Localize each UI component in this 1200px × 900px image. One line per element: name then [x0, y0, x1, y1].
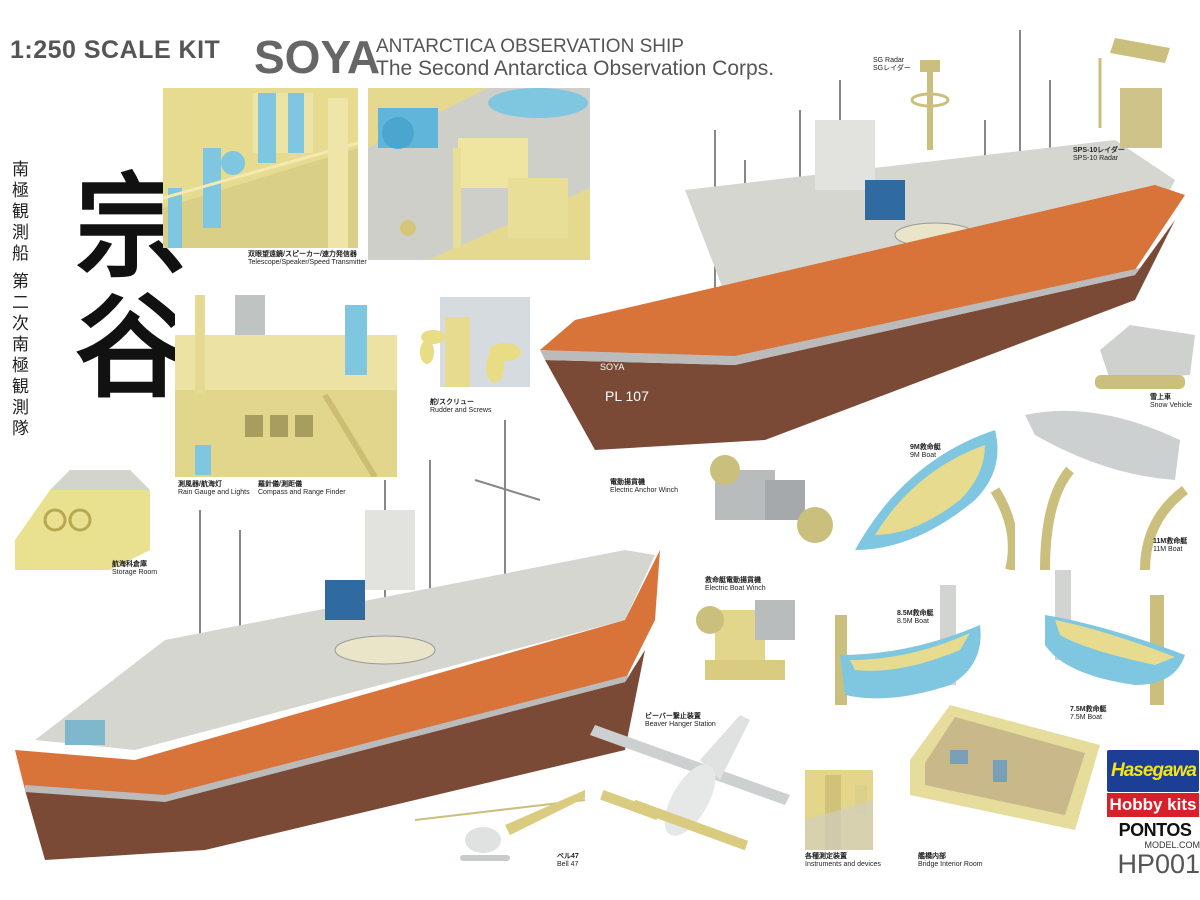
inset-rudder-screws	[415, 297, 530, 395]
vertical-jp-corps: 第二次南極観測隊	[8, 272, 28, 440]
ship-name-title: SOYA	[254, 31, 381, 83]
pontos-url: MODEL.COM	[1144, 840, 1200, 850]
vertical-jp-ship: 南極観測船	[8, 160, 28, 265]
sg-radar-render	[910, 60, 950, 150]
hull-name-soya: SOYA	[600, 362, 624, 372]
pontos-logo: PONTOS	[1118, 820, 1192, 840]
boat-9m-render	[855, 430, 1015, 570]
boat-75m-render	[1045, 570, 1185, 705]
snow-vehicle-render	[1095, 325, 1195, 389]
hull-number: PL 107	[605, 388, 649, 404]
inset-storage-room	[10, 470, 155, 570]
inset-deck-photo	[368, 88, 590, 260]
ship-bottom-left-render	[15, 420, 660, 860]
inset-bridge-top-photo	[175, 295, 397, 477]
product-code: HP001	[1117, 849, 1200, 879]
bridge-interior-render	[910, 705, 1100, 830]
inset-instruments	[805, 770, 873, 850]
scale-title: 1:250 SCALE KIT	[10, 36, 221, 64]
ship-top-right-render: SOYA PL 107	[540, 30, 1185, 450]
boat-85m-render	[835, 585, 981, 705]
subtitle-ship: ANTARCTICA OBSERVATION SHIP	[376, 36, 684, 57]
hobby-kits-logo: Hobby kits	[1107, 793, 1199, 817]
anchor-winch-render	[710, 455, 833, 543]
beaver-hanger-render	[590, 715, 790, 851]
boat-11m-render	[1025, 410, 1189, 570]
bell47-render	[415, 790, 586, 861]
subtitle-corps: The Second Antarctica Observation Corps.	[376, 57, 775, 80]
inset-telescope-photo	[163, 88, 358, 248]
boat-winch-render	[696, 600, 795, 680]
sps10-radar-render	[1098, 38, 1170, 148]
hasegawa-logo: Hasegawa	[1107, 750, 1199, 792]
